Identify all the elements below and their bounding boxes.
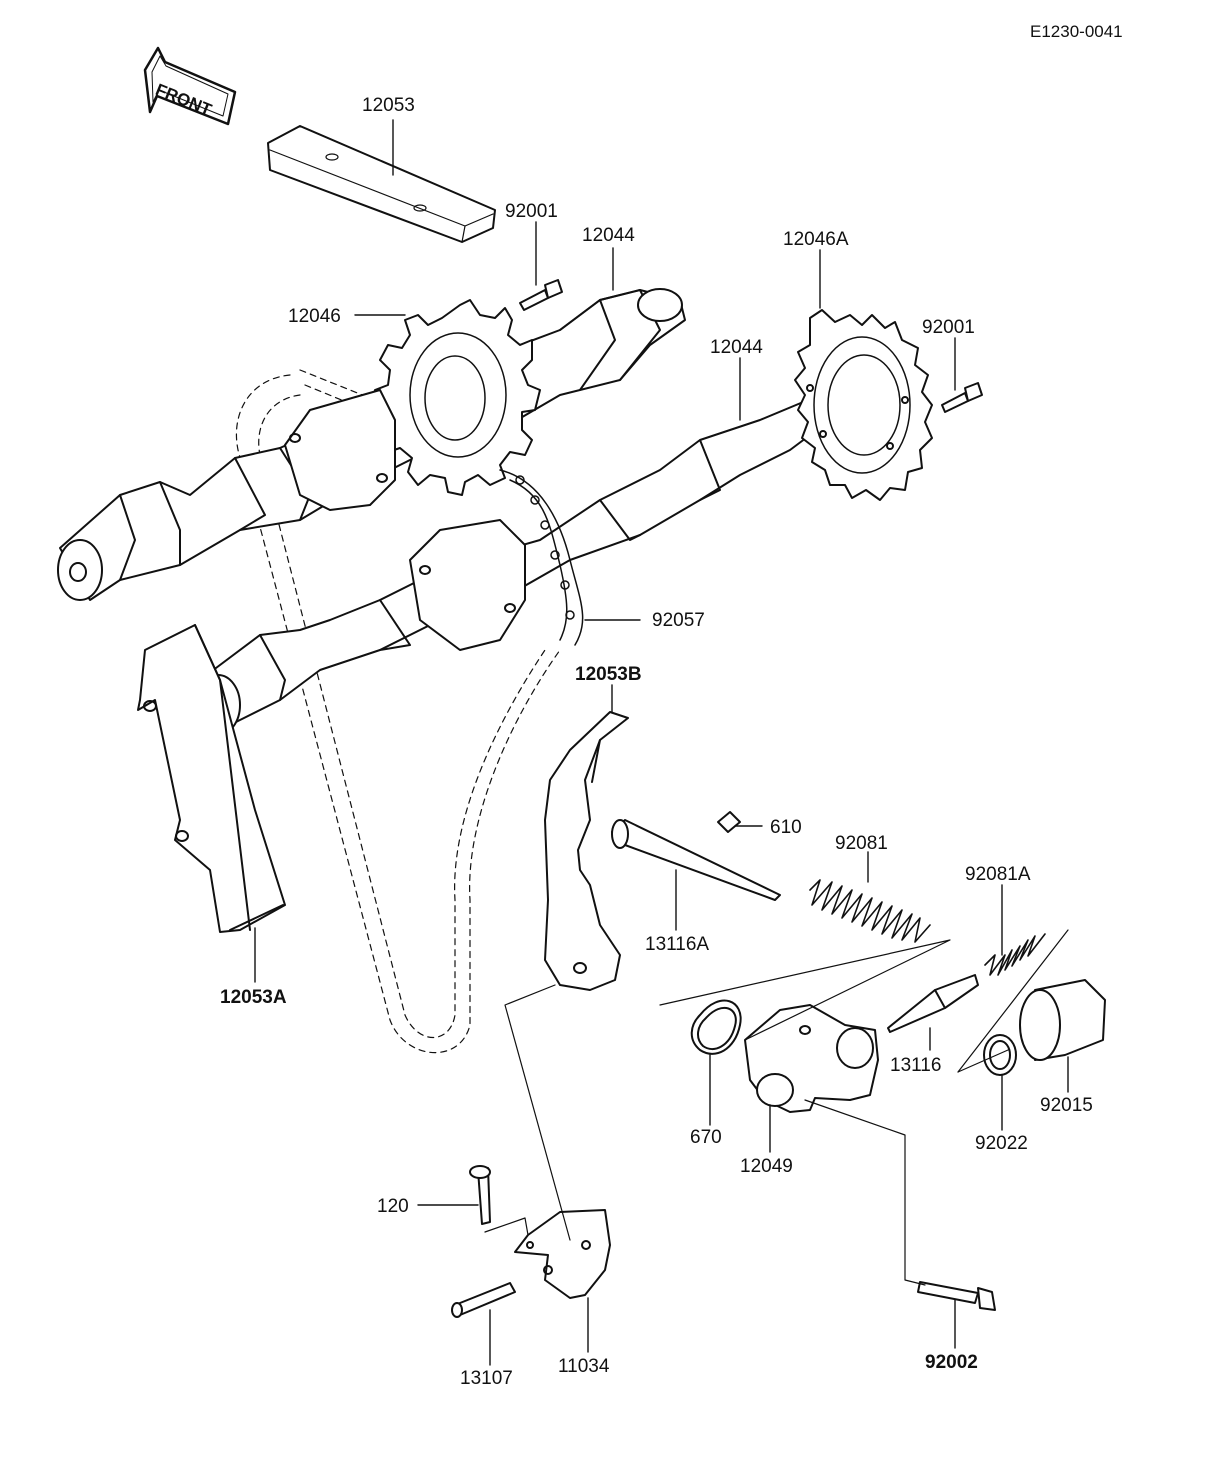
diagram-code: E1230-0041 — [1030, 22, 1123, 41]
part-label: 13116 — [890, 1055, 942, 1076]
part-label: 92002 — [925, 1352, 978, 1373]
cam-chain — [499, 469, 584, 646]
bolt-right — [941, 382, 983, 413]
cam-sprocket-left — [371, 299, 541, 496]
bracket — [514, 1209, 611, 1299]
cam-sprocket-right — [794, 309, 933, 501]
part-label: 92057 — [652, 610, 705, 631]
part-label: 12053 — [362, 95, 415, 116]
part-label: 610 — [770, 817, 802, 838]
part-label: 92001 — [505, 201, 558, 222]
part-label: 12044 — [582, 225, 635, 246]
chain-guide-left — [137, 624, 286, 933]
bolt-120 — [469, 1165, 491, 1225]
tensioner-plunger — [887, 974, 979, 1033]
part-label: 92015 — [1040, 1095, 1093, 1116]
bolt-left — [519, 279, 563, 311]
washer — [983, 1034, 1017, 1076]
part-label: 92001 — [922, 317, 975, 338]
tensioner-spring-small — [984, 933, 1046, 976]
part-label: 12046A — [783, 229, 849, 250]
tensioner-spring — [809, 879, 931, 943]
part-label: 92081A — [965, 864, 1031, 885]
tensioner-cap — [1019, 979, 1106, 1061]
part-label: 12049 — [740, 1156, 793, 1177]
tensioner-body — [744, 1004, 879, 1113]
part-label: 12053A — [220, 987, 287, 1008]
leader-lines — [254, 119, 1069, 1366]
part-label: 13116A — [645, 934, 710, 955]
part-label: 120 — [377, 1196, 409, 1217]
tensioner-gasket — [690, 999, 742, 1055]
chain-guide-upper — [267, 125, 496, 243]
part-label: 12044 — [710, 337, 763, 358]
cam-cap-lower — [409, 519, 526, 651]
part-label: 13107 — [460, 1368, 513, 1389]
part-label: 92022 — [975, 1133, 1028, 1154]
assembly-lines — [484, 929, 1069, 1286]
part-label: 12046 — [288, 306, 341, 327]
part-label: 670 — [690, 1127, 722, 1148]
bolt-92002 — [917, 1281, 996, 1311]
pin — [451, 1282, 516, 1318]
cam-cap-upper — [284, 389, 396, 511]
tensioner-pushrod — [611, 811, 781, 901]
part-label: 92081 — [835, 833, 888, 854]
front-arrow-icon — [143, 46, 237, 126]
part-label: 12053B — [575, 664, 642, 685]
part-label: 11034 — [558, 1356, 610, 1377]
chain-guide-tensioner — [544, 711, 629, 991]
